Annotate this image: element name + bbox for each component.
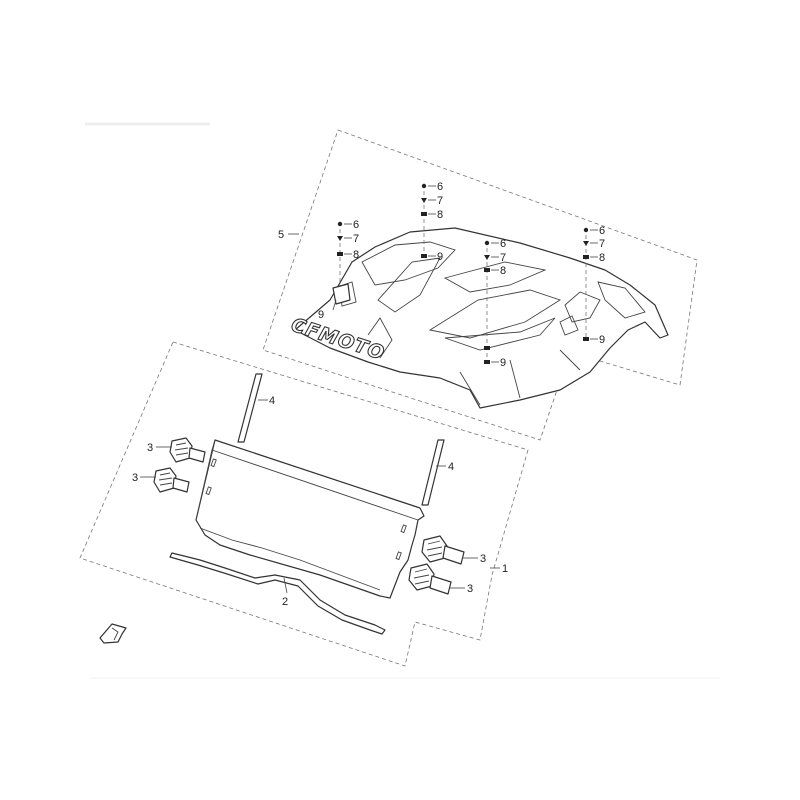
clip-upper-left <box>169 437 206 463</box>
fastener-stack-c <box>484 240 490 364</box>
callout-7b: 7 <box>437 195 443 207</box>
callout-9b: 9 <box>437 251 443 263</box>
callout-4b: 4 <box>448 461 454 473</box>
callout-3b: 3 <box>132 472 138 484</box>
callout-5: 5 <box>278 229 284 241</box>
callout-2: 2 <box>282 596 288 608</box>
callout-8d: 8 <box>599 252 605 264</box>
fastener-stack-b <box>421 183 427 258</box>
fastener-stack-a <box>332 221 351 305</box>
callout-7c: 7 <box>500 252 506 264</box>
callout-8a: 8 <box>353 249 359 261</box>
callout-6d: 6 <box>599 225 605 237</box>
bracket-wire <box>169 552 386 635</box>
front-hood-cover: CFMOTO <box>288 227 669 409</box>
support-rod-left <box>237 373 263 443</box>
front-direction-arrow-icon <box>99 623 127 644</box>
callout-8c: 8 <box>500 265 506 277</box>
callout-4a: 4 <box>269 395 275 407</box>
callout-9a: 9 <box>318 309 324 321</box>
callout-9d: 9 <box>599 334 605 346</box>
group-boundary-upper <box>262 129 698 441</box>
clip-lower-left <box>153 467 190 493</box>
callout-labels: 5 6 7 8 9 6 7 8 9 6 7 8 9 6 7 8 9 4 4 3 … <box>132 181 605 608</box>
callout-6b: 6 <box>437 181 443 193</box>
callout-1: 1 <box>502 563 508 575</box>
callout-8b: 8 <box>437 209 443 221</box>
fastener-stack-d <box>583 227 589 341</box>
callout-6a: 6 <box>353 219 359 231</box>
callout-3d: 3 <box>467 583 473 595</box>
clip-upper-right <box>421 535 465 565</box>
callout-7a: 7 <box>353 233 359 245</box>
callout-3c: 3 <box>480 553 486 565</box>
front-panel-assembly <box>195 439 425 599</box>
leader-lines <box>140 185 598 594</box>
clip-lower-right <box>408 563 452 595</box>
callout-3a: 3 <box>147 442 153 454</box>
callout-7d: 7 <box>599 238 605 250</box>
callout-9c: 9 <box>500 357 506 369</box>
callout-6c: 6 <box>500 238 506 250</box>
support-rod-right <box>421 439 445 506</box>
group-boundary-lower <box>79 341 529 667</box>
